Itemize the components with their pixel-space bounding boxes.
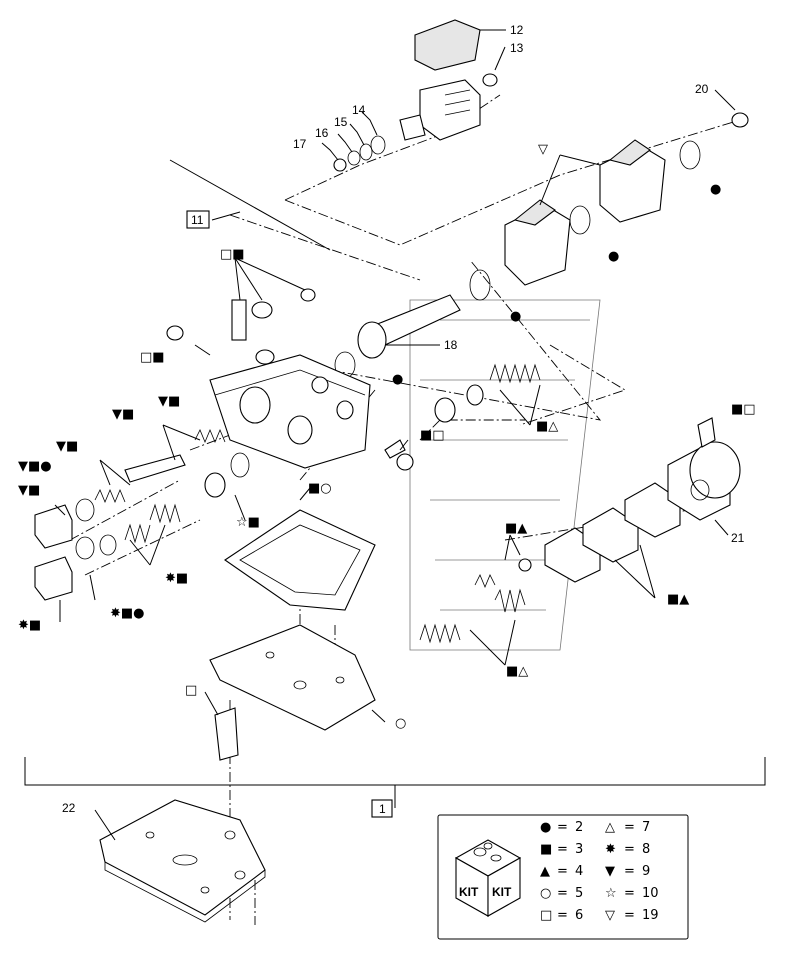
tag-sym-13: ■□ — [420, 428, 445, 443]
callout-21: 21 — [731, 531, 745, 545]
callout-16: 16 — [315, 126, 329, 140]
tag-sym-17: ■▲ — [667, 592, 689, 607]
valve-body — [166, 288, 371, 469]
kit-label-right: KIT — [492, 885, 512, 899]
callout-18: 18 — [444, 338, 458, 352]
kit-label-left: KIT — [459, 885, 479, 899]
cover-21 — [667, 417, 741, 521]
tag-sym-24: ● — [510, 309, 521, 324]
tag-sym-06: ▼■● — [18, 459, 52, 474]
legend-value-6: 7 — [642, 820, 650, 835]
tag-sym-25: ● — [392, 372, 403, 387]
cartridge-18 — [334, 269, 491, 379]
item-11-bracket — [169, 159, 331, 251]
nut-20 — [731, 112, 749, 128]
tag-sym-20: ○ — [395, 716, 406, 731]
legend-value-7: 8 — [642, 842, 650, 857]
legend-eq-6: = — [624, 820, 635, 835]
legend-symbol-7: ✸ — [605, 842, 616, 857]
legend-value-9: 10 — [642, 886, 659, 901]
springs-spools-left — [75, 428, 250, 560]
boxed-callouts: 11 1 — [186, 210, 393, 818]
legend-value-1: 2 — [575, 820, 583, 835]
callout-17: 17 — [293, 137, 307, 151]
legend-value-2: 3 — [575, 842, 583, 857]
tag-sym-16: ■▲ — [505, 521, 527, 536]
tag-sym-12: ■○ — [308, 481, 332, 496]
legend-symbol-8: ▼ — [605, 864, 615, 879]
symbol-tags: □■ □■ ▼■ ▼■ ▼■ ▼■● ▼■ ✸■ ✸■● ✸■ ☆■ ■○ ■□… — [18, 142, 756, 731]
callout-20: 20 — [695, 82, 709, 96]
solenoid-upper — [399, 19, 498, 141]
callout-11: 11 — [191, 213, 204, 227]
assembly-bracket — [24, 757, 766, 808]
tag-sym-09: ✸■● — [110, 606, 145, 621]
legend-eq-10: = — [624, 908, 635, 923]
legend-eq-8: = — [624, 864, 635, 879]
legend-value-5: 6 — [575, 908, 583, 923]
gasket-plate — [224, 509, 376, 611]
legend-symbol-2: ■ — [540, 842, 552, 857]
background-hatch — [409, 299, 601, 651]
plate-22 — [99, 707, 266, 923]
legend-eq-2: = — [557, 842, 568, 857]
tag-sym-01: □■ — [220, 247, 245, 262]
plugs — [34, 504, 73, 601]
callout-13: 13 — [510, 41, 524, 55]
legend-value-8: 9 — [642, 864, 650, 879]
callout-12: 12 — [510, 23, 524, 37]
legend-eq-7: = — [624, 842, 635, 857]
legend-value-10: 19 — [642, 908, 659, 923]
tag-sym-15: ■□ — [731, 402, 756, 417]
legend-symbol-4: ○ — [540, 886, 551, 901]
tag-sym-05: ▼■ — [56, 439, 78, 454]
tag-sym-04: ▼■ — [112, 407, 134, 422]
legend-symbol-1: ● — [540, 820, 551, 835]
legend-value-4: 5 — [575, 886, 583, 901]
callout-14: 14 — [352, 103, 366, 117]
legend-eq-1: = — [557, 820, 568, 835]
tag-sym-18: ■△ — [506, 664, 528, 679]
tag-sym-02: □■ — [140, 350, 165, 365]
tag-sym-08: ✸■ — [165, 571, 188, 586]
legend-symbol-10: ▽ — [605, 908, 615, 923]
callout-1: 1 — [379, 802, 386, 816]
tag-sym-07: ▼■ — [18, 483, 40, 498]
gaskets-right — [544, 482, 681, 583]
kit-legend: KIT KIT ● = 2 ■ = 3 ▲ = 4 ○ = 5 □ = 6 △ … — [437, 814, 689, 940]
tag-sym-10: ✸■ — [18, 618, 41, 633]
tag-sym-23: ● — [608, 249, 619, 264]
separator-plate — [209, 624, 376, 731]
legend-eq-5: = — [557, 908, 568, 923]
springs-right — [384, 363, 541, 644]
legend-eq-4: = — [557, 886, 568, 901]
callout-22: 22 — [62, 801, 76, 815]
tag-sym-22: ● — [710, 182, 721, 197]
legend-eq-3: = — [557, 864, 568, 879]
kit-box-icon: KIT KIT — [454, 839, 522, 917]
tag-sym-19: □ — [185, 683, 197, 698]
tag-sym-03: ▼■ — [158, 394, 180, 409]
leader-lines — [54, 29, 736, 841]
callouts: 12 13 14 15 16 17 18 20 21 22 — [62, 23, 745, 815]
o-rings-14-17 — [333, 135, 386, 172]
solenoid-pair — [504, 139, 701, 286]
legend-symbol-3: ▲ — [540, 864, 550, 879]
legend-symbol-6: △ — [605, 820, 615, 835]
legend-symbol-5: □ — [540, 908, 552, 923]
legend-eq-9: = — [624, 886, 635, 901]
callout-15: 15 — [334, 115, 348, 129]
legend-value-3: 4 — [575, 864, 583, 879]
tag-sym-11: ☆■ — [236, 515, 260, 530]
tag-sym-21: ▽ — [538, 142, 548, 157]
tag-sym-14: ■△ — [536, 419, 558, 434]
legend-symbol-9: ☆ — [605, 886, 617, 901]
